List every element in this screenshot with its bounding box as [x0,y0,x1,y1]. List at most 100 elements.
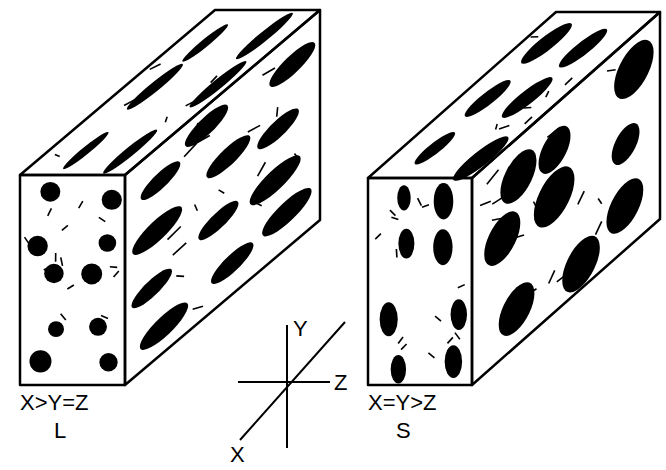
grain [99,353,117,371]
grain [81,263,102,284]
mica-dash [607,63,616,77]
mica-dash [492,193,504,207]
mica-dash [542,91,553,97]
grain [451,299,467,330]
mica-dash [195,202,198,213]
grain [99,234,117,252]
mica-dash [194,123,198,135]
axis-label: Z [334,372,347,394]
grain [183,61,253,108]
mica-dash [428,353,434,358]
fabric-face [25,182,122,372]
grain [493,77,560,118]
grain [198,194,238,248]
mica-dash [48,208,52,216]
mica-dash [391,217,398,219]
grain [177,24,233,61]
mica-dash [44,267,51,270]
grain [606,167,643,245]
grain [44,264,64,283]
mica-dash [55,253,57,262]
mica-dash [455,333,460,340]
fabric-face [375,183,467,384]
mica-dash [480,196,491,211]
mica-dash [101,315,108,318]
mica-dash [533,199,536,210]
mica-dash [447,337,452,343]
mica-dash [61,314,66,320]
block-side [472,12,660,385]
grain [102,190,122,210]
mica-dash [598,195,602,207]
grain [500,138,536,214]
grain [397,185,411,210]
mica-dash [193,301,203,315]
grain [257,101,299,157]
fabric-formula: X>Y=Z [20,392,88,414]
grain [140,294,188,359]
mica-dash [79,201,83,208]
grain [29,350,51,372]
grain [40,182,60,202]
mica-dash [25,237,30,244]
mica-dash [168,227,181,240]
mica-dash [631,59,634,69]
mica-dash [209,76,219,83]
fabric-face [131,23,315,367]
mica-dash [61,257,63,266]
mica-dash [524,286,537,300]
mica-dash [258,162,266,176]
axis-label: Y [293,318,308,340]
mica-dash [458,285,465,288]
grain [562,225,600,304]
fabric-face [368,23,646,181]
mica-dash [375,234,381,239]
mica-dash [184,143,197,157]
mica-dash [108,161,116,168]
mica-dash [557,270,570,283]
mica-dash [124,100,135,106]
mica-dash [398,337,403,343]
mica-dash [596,221,602,234]
grain [58,132,114,169]
mica-dash [564,78,573,85]
block-top [20,10,320,175]
mica-dash [85,142,96,147]
axis-symbol [238,322,345,448]
grain [534,154,575,240]
grain [27,236,47,257]
mica-dash [562,27,572,30]
mica-dash [149,84,160,88]
grain [89,318,107,336]
mica-dash [547,126,560,139]
mica-dash [422,205,429,207]
mica-dash [67,285,74,289]
grain [131,261,172,315]
grain [433,229,452,265]
mica-dash [152,176,162,190]
mica-dash [231,143,244,156]
grain [614,28,653,111]
grain [120,64,189,110]
mica-dash [294,150,298,162]
mica-dash [110,266,117,268]
grain [380,302,398,336]
mica-dash [531,36,539,38]
mica-dash [435,316,441,321]
block-side [125,10,320,385]
mica-dash [523,107,531,109]
mica-dash [418,198,422,205]
mica-dash [487,170,499,184]
mica-dash [114,271,119,277]
mica-dash [401,344,407,350]
mica-dash [161,117,172,122]
mica-dash [522,96,530,103]
mica-dash [62,225,68,230]
mica-dash [578,191,584,204]
mica-dash [492,212,501,226]
grain [391,355,406,384]
grain [141,154,181,207]
mica-dash [499,126,509,129]
mica-dash [53,155,62,157]
